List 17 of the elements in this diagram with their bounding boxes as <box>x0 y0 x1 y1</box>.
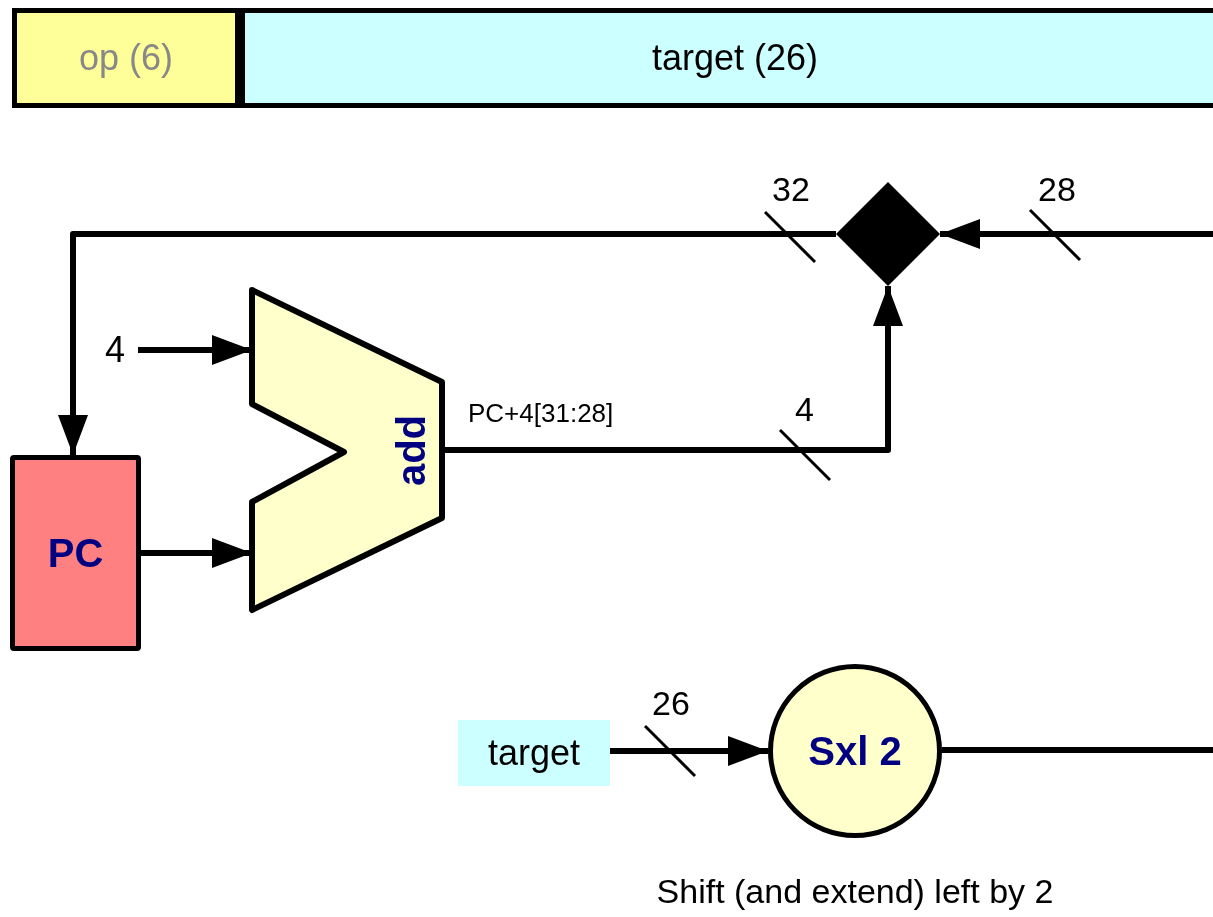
field-box <box>12 8 240 108</box>
node-label: PC <box>47 530 104 576</box>
node-label: target (26) <box>651 37 819 79</box>
signal-label: PC+4[31:28] <box>468 400 614 426</box>
edge-label: 32 <box>772 172 810 206</box>
node-label: Sxl 2 <box>808 728 902 774</box>
node-label: target <box>487 732 581 774</box>
constant-label: 4 <box>105 329 125 371</box>
node-label: add <box>389 414 435 487</box>
edge-label: 26 <box>652 686 690 720</box>
edge-label: 28 <box>1038 172 1076 206</box>
register-box <box>10 455 141 651</box>
node-label: op (6) <box>78 37 173 79</box>
description-label: Shift (and extend) left by 2 <box>655 874 1055 908</box>
input-box <box>458 720 610 786</box>
field-box <box>240 8 1213 108</box>
edge-label: 4 <box>795 392 814 426</box>
